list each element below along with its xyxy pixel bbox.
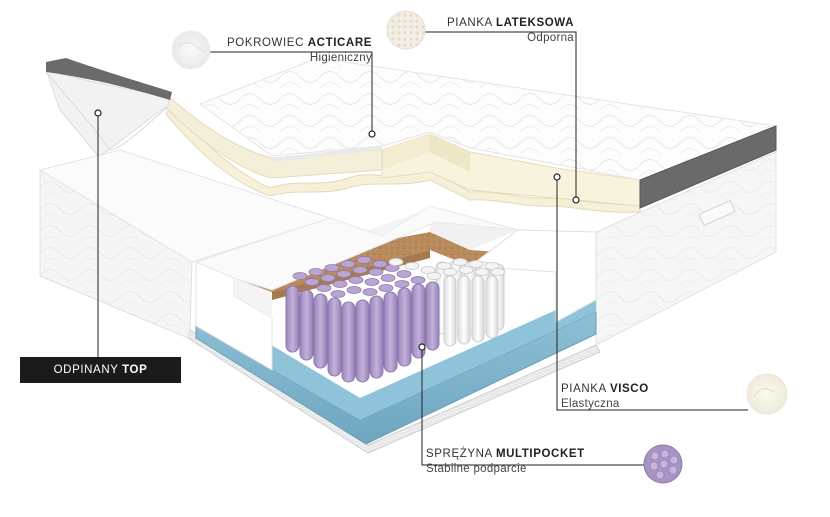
white-springs <box>435 259 505 347</box>
acticare-swatch-icon <box>171 30 211 70</box>
visco-label: PIANKA VISCO Elastyczna <box>561 382 711 412</box>
top-name: TOP <box>122 364 148 376</box>
acticare-name: ACTICARE <box>307 37 372 49</box>
visco-name: VISCO <box>609 383 649 395</box>
callout-dots <box>94 109 580 351</box>
detachable-top-badge: ODPINANY TOP <box>20 357 181 383</box>
purple-springs <box>285 256 506 383</box>
visco-subtitle: Elastyczna <box>561 398 620 410</box>
latex-swatch-icon <box>386 10 426 50</box>
multipocket-label: SPRĘŻYNA MULTIPOCKET Stabilne podparcie <box>426 447 636 477</box>
mattress-base <box>38 149 777 454</box>
acticare-subtitle: Higieniczny <box>309 52 372 64</box>
multipocket-prefix: SPRĘŻYNA <box>426 448 496 460</box>
latex-name: LATEKSOWA <box>495 17 574 29</box>
latex-label: PIANKA LATEKSOWA Odporna <box>430 16 574 46</box>
multipocket-subtitle: Stabilne podparcie <box>426 463 527 475</box>
acticare-prefix: POKROWIEC <box>227 37 308 49</box>
pocket-springs <box>285 256 506 383</box>
detachable-topper <box>45 57 778 213</box>
multipocket-name: MULTIPOCKET <box>495 448 585 460</box>
latex-prefix: PIANKA <box>447 17 496 29</box>
cutaway-layers <box>194 205 597 445</box>
callout-lines <box>97 31 748 466</box>
visco-prefix: PIANKA <box>561 383 610 395</box>
acticare-label: POKROWIEC ACTICARE Higieniczny <box>222 36 372 66</box>
multipocket-swatch-icon <box>643 444 683 484</box>
visco-swatch-icon <box>746 373 788 415</box>
latex-subtitle: Odporna <box>527 32 574 44</box>
top-prefix: ODPINANY <box>53 364 123 376</box>
